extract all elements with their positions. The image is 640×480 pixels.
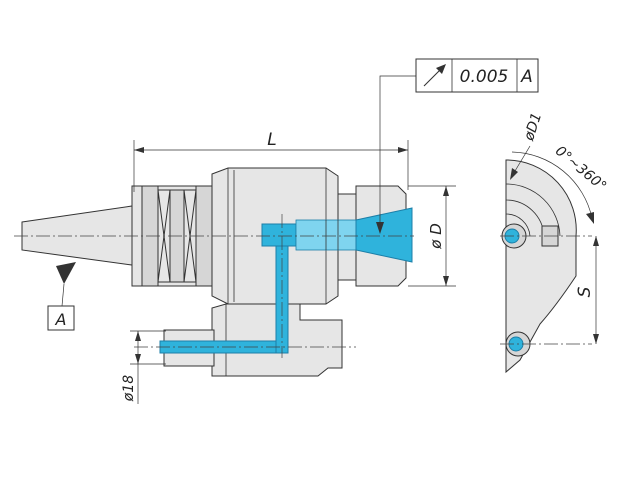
d-arrow-top: [443, 186, 449, 196]
l-arrow-left: [134, 147, 144, 153]
s-arrow-top: [593, 236, 599, 246]
end-view: S øD1 0°~360°: [500, 111, 609, 374]
dimension-l: L: [267, 130, 276, 150]
l-arrow-right: [398, 147, 408, 153]
runout-symbol-icon: [423, 64, 446, 87]
v-groove-4: [183, 235, 197, 283]
v-groove-2: [183, 189, 197, 237]
side-view: A L ø D ø18 0.005 A: [14, 58, 539, 404]
s-arrow-bottom: [593, 334, 599, 344]
tolerance-frame: [415, 58, 539, 93]
tolerance-datum: A: [520, 67, 533, 87]
datum-triangle: [56, 262, 76, 284]
dimension-d: ø D: [427, 223, 445, 250]
taper-shank: [21, 205, 133, 266]
tolerance-leader: [379, 75, 416, 226]
tolerance-leader-arrow: [376, 222, 384, 234]
dimension-d18: ø18: [121, 375, 137, 402]
d18-arrow-bottom: [135, 354, 141, 364]
datum-box: [47, 305, 75, 331]
datum-label: A: [55, 310, 67, 329]
tolerance-value: 0.005: [460, 67, 509, 87]
rotation-arrow: [586, 212, 594, 224]
end-view-body: [505, 159, 577, 374]
end-view-arc-inner: [505, 213, 531, 237]
d-arrow-bottom: [443, 276, 449, 286]
v-groove-3: [157, 235, 171, 283]
d18-arrow-top: [135, 331, 141, 341]
rotation-arc: [511, 151, 593, 219]
end-view-arc-outer: [505, 183, 561, 237]
coolant-collet-cone: [355, 207, 413, 263]
datum-leader: [61, 283, 65, 307]
dimension-d1: øD1: [521, 111, 545, 144]
dimension-s: S: [575, 286, 595, 297]
coolant-channel-top: [261, 223, 297, 247]
d1-arrow: [510, 168, 518, 180]
v-groove-1: [157, 189, 171, 237]
